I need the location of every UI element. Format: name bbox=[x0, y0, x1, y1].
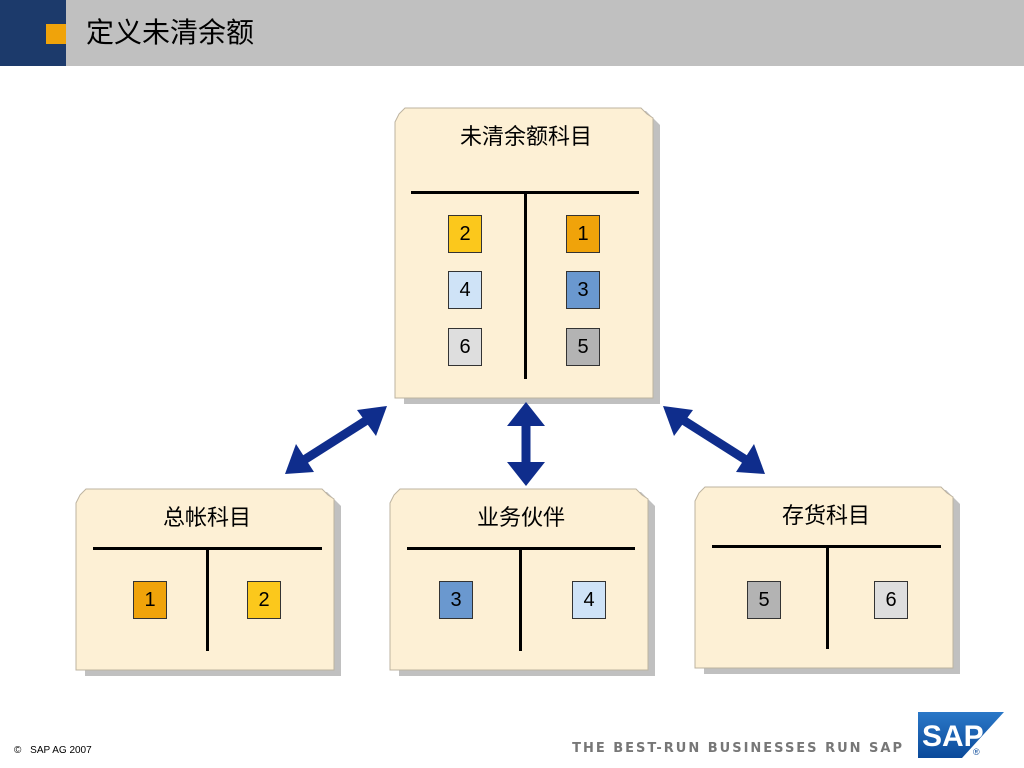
copyright-symbol: © bbox=[14, 745, 22, 756]
card-title: 总帐科目 bbox=[162, 506, 251, 531]
double-arrow-center-icon bbox=[507, 402, 545, 486]
gl-account-card: 总帐科目 1 2 bbox=[75, 488, 341, 676]
t-account-horizontal-line bbox=[411, 191, 639, 194]
double-arrow-left-icon bbox=[285, 406, 387, 474]
slide-title: 定义未清余额 bbox=[86, 16, 255, 49]
right-value-box: 4 bbox=[572, 581, 606, 619]
card-folder-shape bbox=[389, 488, 655, 676]
t-account-vertical-line bbox=[826, 547, 829, 649]
registered-mark: ® bbox=[973, 747, 980, 757]
double-arrow-right-icon bbox=[663, 406, 765, 474]
t-account-vertical-line bbox=[519, 549, 522, 651]
card-title: 未清余额科目 bbox=[459, 125, 592, 150]
left-value-box: 6 bbox=[448, 328, 482, 366]
t-account-horizontal-line bbox=[407, 547, 635, 550]
right-value-box: 2 bbox=[247, 581, 281, 619]
card-folder-shape bbox=[75, 488, 341, 676]
slide-header: 定义未清余额 bbox=[0, 0, 1024, 66]
copyright-text: SAP AG 2007 bbox=[30, 745, 92, 756]
t-account-vertical-line bbox=[206, 549, 209, 651]
card-title: 存货科目 bbox=[781, 504, 870, 529]
right-value-box: 5 bbox=[566, 328, 600, 366]
right-value-box: 3 bbox=[566, 271, 600, 309]
t-account-horizontal-line bbox=[93, 547, 322, 550]
sap-logo-text: SAP bbox=[922, 720, 984, 753]
left-value-box: 5 bbox=[747, 581, 781, 619]
right-value-box: 6 bbox=[874, 581, 908, 619]
t-account-horizontal-line bbox=[712, 545, 941, 548]
left-value-box: 1 bbox=[133, 581, 167, 619]
left-value-box: 2 bbox=[448, 215, 482, 253]
inventory-account-card: 存货科目 5 6 bbox=[694, 486, 960, 674]
copyright-notice: © SAP AG 2007 bbox=[14, 745, 92, 756]
sap-logo-icon: SAP ® bbox=[918, 712, 1004, 758]
left-value-box: 3 bbox=[439, 581, 473, 619]
open-balance-account-card: 未清余额科目 2 4 6 1 3 5 bbox=[394, 107, 660, 404]
t-account-vertical-line bbox=[524, 193, 527, 379]
left-value-box: 4 bbox=[448, 271, 482, 309]
card-title: 业务伙伴 bbox=[476, 506, 565, 531]
right-value-box: 1 bbox=[566, 215, 600, 253]
card-folder-shape bbox=[694, 486, 960, 674]
business-partner-card: 业务伙伴 3 4 bbox=[389, 488, 655, 676]
footer-tagline: THE BEST-RUN BUSINESSES RUN SAP bbox=[572, 741, 904, 756]
header-bullet-square bbox=[46, 24, 66, 44]
